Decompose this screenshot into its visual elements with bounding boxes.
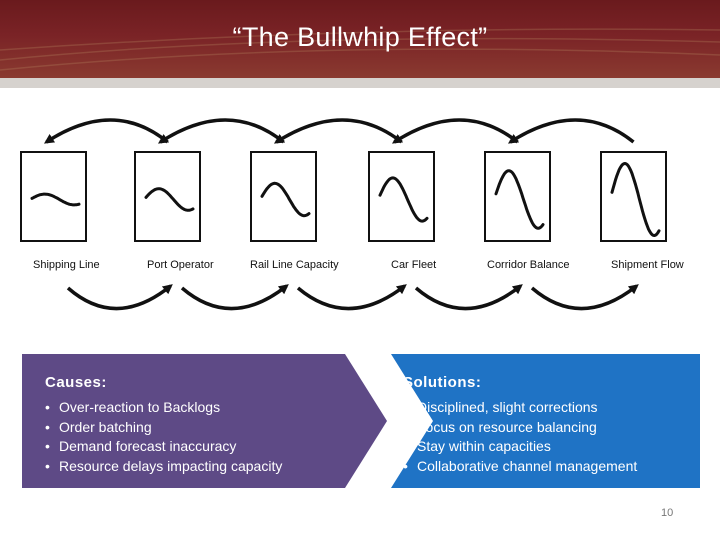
solution-item: •Focus on resource balancing <box>403 418 637 438</box>
solution-item: •Disciplined, slight corrections <box>403 398 637 418</box>
causes-section: Causes: •Over-reaction to Backlogs •Orde… <box>45 374 282 476</box>
solutions-title: Solutions: <box>403 374 637 391</box>
solution-item: •Stay within capacities <box>403 437 637 457</box>
cause-item: •Demand forecast inaccuracy <box>45 437 282 457</box>
cause-item: •Order batching <box>45 418 282 438</box>
page-number: 10 <box>661 507 673 519</box>
solutions-section: Solutions: •Disciplined, slight correcti… <box>403 374 637 476</box>
causes-title: Causes: <box>45 374 282 391</box>
solution-item: •Collaborative channel management <box>403 457 637 477</box>
cause-item: •Over-reaction to Backlogs <box>45 398 282 418</box>
cause-item: •Resource delays impacting capacity <box>45 457 282 477</box>
